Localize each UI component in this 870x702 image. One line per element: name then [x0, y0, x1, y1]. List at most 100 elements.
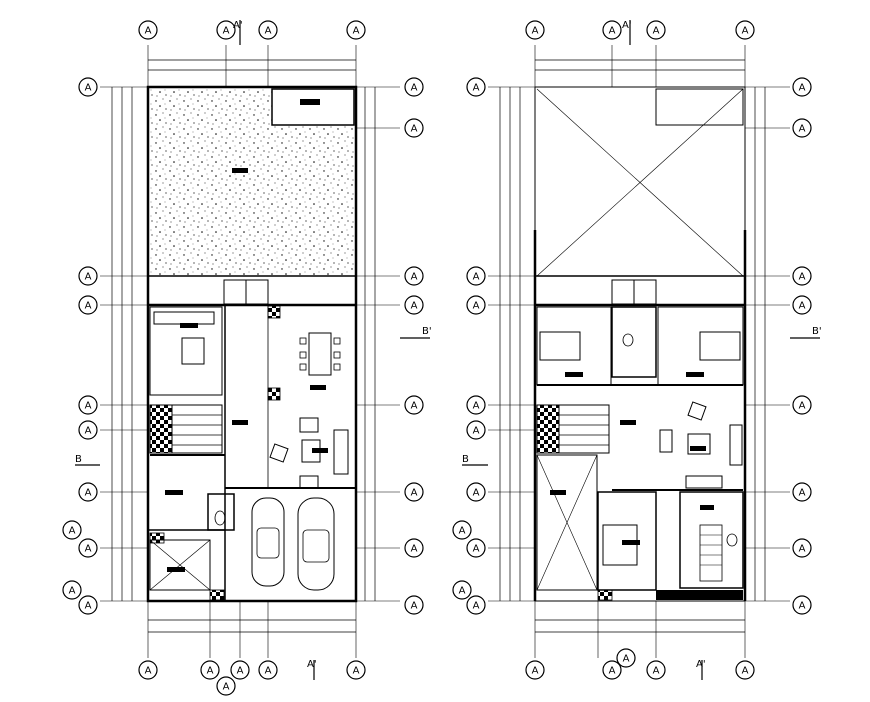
grid-bubble-circle: [792, 266, 812, 286]
grid-bubble: A: [258, 660, 278, 680]
grid-bubble-circle: [602, 660, 622, 680]
grid-bubble-label: A: [85, 83, 92, 94]
grid-bubble-label: A: [799, 301, 806, 312]
service-patio: [271, 88, 355, 126]
grid-bubble-label: A: [653, 26, 660, 37]
grid-bubble-circle: [78, 538, 98, 558]
grid-bubble-circle: [78, 266, 98, 286]
grid-bubble-label: A: [237, 666, 244, 677]
grid-bubble: A: [404, 538, 424, 558]
grid-bubble-circle: [792, 395, 812, 415]
grid-bubble-circle: [792, 595, 812, 615]
grid-bubble: A: [78, 482, 98, 502]
grid-bubble-label: A: [411, 83, 418, 94]
grid-bubble-circle: [792, 482, 812, 502]
grid-bubble: A: [78, 595, 98, 615]
grid-bubble-label: A: [145, 666, 152, 677]
grid-bubble: A: [216, 676, 236, 696]
grid-bubble-label: A: [799, 401, 806, 412]
roof-diagonal-2: [536, 88, 744, 277]
grid-bubble-circle: [735, 660, 755, 680]
grid-bubble-label: A: [411, 272, 418, 283]
grid-bubble: A: [466, 295, 486, 315]
grid-bubble-label: A: [742, 666, 749, 677]
kitchen-counter: [153, 311, 215, 325]
grid-bubble-label: A: [69, 586, 76, 597]
sofa: [333, 429, 349, 475]
section-marker-b-right: B: [462, 454, 469, 465]
bed-left: [539, 331, 581, 361]
grid-bubble: A: [404, 295, 424, 315]
grid-bubble: A: [616, 648, 636, 668]
grid-bubble: A: [78, 538, 98, 558]
grid-bubble-label: A: [799, 544, 806, 555]
grid-bubble: A: [466, 77, 486, 97]
grid-bubble-label: A: [223, 682, 230, 693]
grid-bubble: A: [78, 295, 98, 315]
grid-bubble: A: [466, 538, 486, 558]
grid-bubble-circle: [735, 20, 755, 40]
grid-bubble-circle: [216, 20, 236, 40]
master-bath: [679, 491, 744, 589]
grid-bubble: A: [792, 482, 812, 502]
grid-bubble-circle: [466, 482, 486, 502]
grid-bubble: A: [466, 395, 486, 415]
grid-bubble-label: A: [85, 426, 92, 437]
grid-bubble-circle: [466, 538, 486, 558]
grid-bubble-circle: [138, 20, 158, 40]
grid-bubble-circle: [200, 660, 220, 680]
grid-bubble: A: [466, 266, 486, 286]
grid-bubble-label: A: [623, 654, 630, 665]
grid-bubble: A: [346, 20, 366, 40]
grid-bubble: A: [792, 295, 812, 315]
grid-bubble-circle: [346, 660, 366, 680]
grid-bubble: A: [792, 77, 812, 97]
grid-bubble: A: [792, 538, 812, 558]
grid-bubble-label: A: [473, 401, 480, 412]
grid-bubble-circle: [466, 266, 486, 286]
grid-bubble-circle: [646, 660, 666, 680]
grid-bubble-circle: [616, 648, 636, 668]
grid-bubble: A: [646, 660, 666, 680]
grid-bubble-circle: [78, 420, 98, 440]
grid-bubble-circle: [62, 520, 82, 540]
grid-bubble-label: A: [411, 544, 418, 555]
grid-bubble: A: [404, 395, 424, 415]
grid-bubble-circle: [792, 538, 812, 558]
grid-bubble-circle: [78, 595, 98, 615]
grid-bubble: A: [62, 580, 82, 600]
grid-bubble: A: [138, 20, 158, 40]
upper-floor-plan: [462, 20, 820, 680]
grid-bubble: A: [404, 118, 424, 138]
grid-bubble: A: [216, 20, 236, 40]
grid-bubble: A: [792, 266, 812, 286]
grid-bubble: A: [200, 660, 220, 680]
grid-bubble: A: [602, 20, 622, 40]
grid-bubble-label: A: [653, 666, 660, 677]
car-left: [251, 497, 285, 587]
grid-bubble-circle: [404, 118, 424, 138]
void-left: [536, 454, 598, 591]
grid-bubble: A: [792, 595, 812, 615]
grid-bubble-label: A: [411, 488, 418, 499]
master-bedroom: [597, 491, 657, 591]
grid-bubble-circle: [466, 395, 486, 415]
grid-bubble-circle: [346, 20, 366, 40]
grid-bubble: A: [78, 266, 98, 286]
grid-bubble-circle: [792, 295, 812, 315]
grid-bubble: A: [602, 660, 622, 680]
grid-bubble-circle: [466, 595, 486, 615]
grid-bubble: A: [452, 580, 472, 600]
grid-bubble-label: A: [411, 124, 418, 135]
grid-bubble: A: [62, 520, 82, 540]
grid-bubble-label: A: [473, 301, 480, 312]
grid-bubble-label: A: [265, 666, 272, 677]
grid-bubble-label: A: [473, 426, 480, 437]
grid-bubble: A: [404, 595, 424, 615]
grid-bubble-circle: [62, 580, 82, 600]
grid-bubble-circle: [646, 20, 666, 40]
grid-bubble-circle: [258, 660, 278, 680]
grid-bubble: A: [466, 420, 486, 440]
family-sofa: [729, 424, 743, 466]
